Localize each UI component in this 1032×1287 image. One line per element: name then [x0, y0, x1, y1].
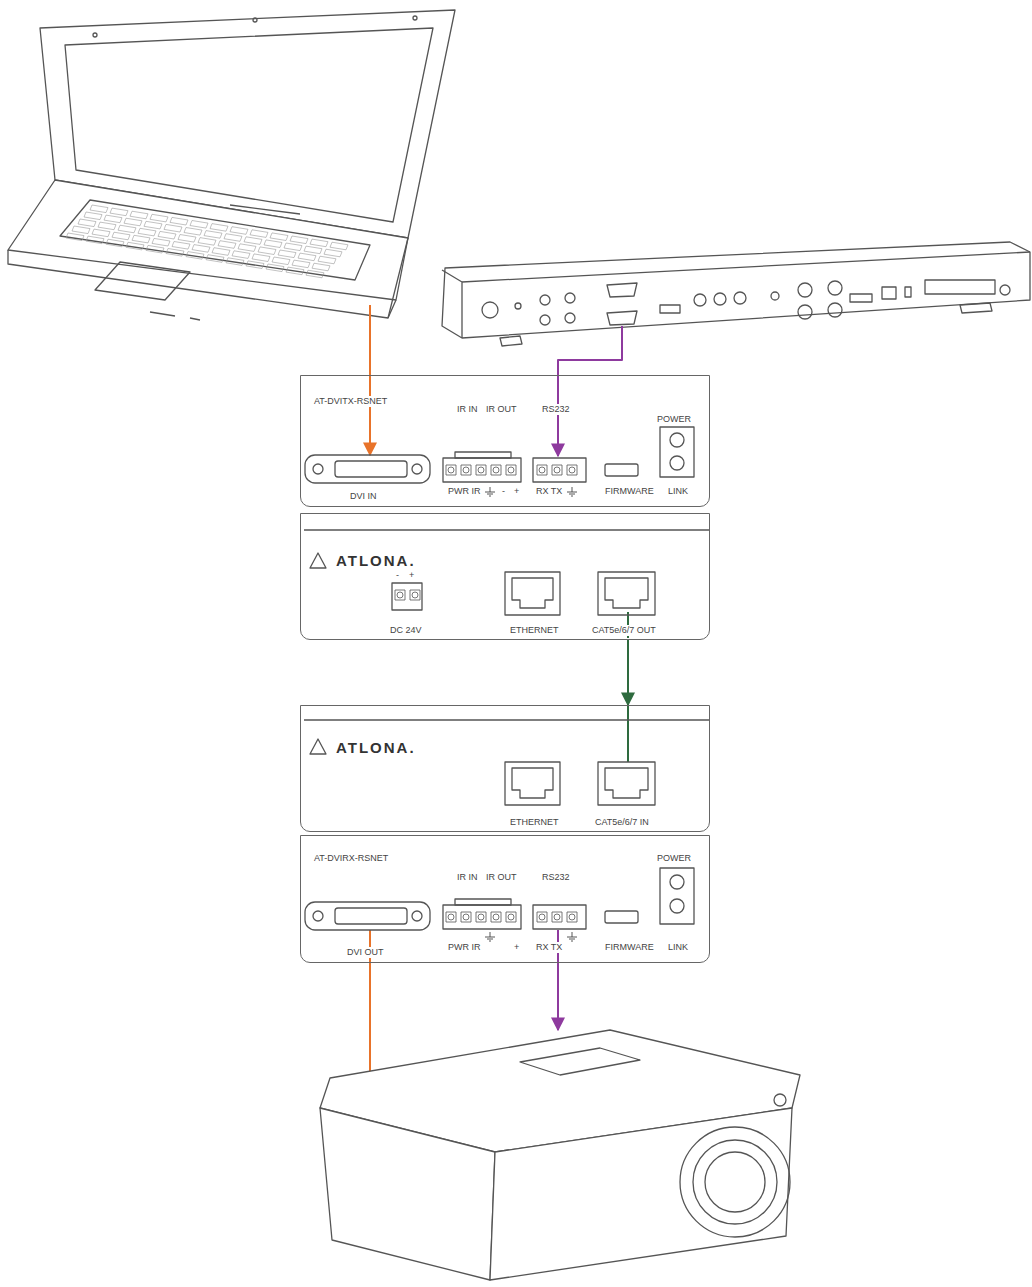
laptop	[8, 10, 455, 320]
port-label: RS232	[541, 404, 571, 415]
port-label: RS232	[541, 872, 571, 883]
cat-cable	[627, 705, 629, 762]
port-label: FIRMWARE	[604, 486, 655, 497]
port-label: +	[513, 942, 520, 953]
keyboard-keys	[66, 205, 348, 278]
port-label: DC 24V	[389, 625, 423, 636]
port-label: DVI IN	[349, 491, 378, 502]
ground-symbol	[485, 487, 577, 941]
brand-logo: ATLONA.	[335, 739, 417, 756]
port-label: -	[501, 486, 506, 497]
transmitter-rear-panel: ATLONA.-+ DC 24V ETHERNET CAT5e/6/7 OUT	[300, 513, 710, 640]
port-label: +	[513, 486, 520, 497]
port-label: RX TX	[535, 942, 563, 953]
port-label: +	[408, 570, 415, 581]
cat-cable	[627, 640, 629, 705]
projector	[320, 1030, 800, 1280]
port-label: RX TX	[535, 486, 563, 497]
port-label: POWER	[656, 414, 692, 425]
receiver-front-panel: AT-DVIRX-RSNET DVI OUT IR IN IR OUT PWR IR + R…	[300, 835, 710, 963]
brand-logo: ATLONA.	[335, 552, 417, 569]
port-label: CAT5e/6/7 IN	[594, 817, 650, 828]
port-label: PWR IR	[447, 942, 482, 953]
port-label: LINK	[667, 486, 689, 497]
rs232-cable	[558, 326, 622, 456]
rx-ports	[304, 720, 710, 930]
dvi-cable	[369, 305, 371, 455]
av-processor	[442, 242, 1030, 346]
port-label: CAT5e/6/7 OUT	[591, 625, 657, 636]
model-name: AT-DVITX-RSNET	[313, 396, 388, 407]
port-label: IR IN	[456, 404, 479, 415]
receiver-rear-panel: ATLONA. ETHERNET CAT5e/6/7 IN	[300, 705, 710, 832]
port-label: ETHERNET	[509, 625, 560, 636]
port-label: LINK	[667, 942, 689, 953]
model-name: AT-DVIRX-RSNET	[313, 853, 389, 864]
port-label: PWR IR	[447, 486, 482, 497]
transmitter-front-panel: AT-DVITX-RSNET DVI IN IR IN IR OUT PWR IR -+ R…	[300, 375, 710, 507]
port-label: DVI OUT	[346, 947, 385, 958]
port-label: IR OUT	[485, 404, 518, 415]
port-label: IR OUT	[485, 872, 518, 883]
port-label: -	[395, 570, 400, 581]
port-label: FIRMWARE	[604, 942, 655, 953]
port-label: POWER	[656, 853, 692, 864]
tx-ports	[304, 427, 710, 615]
port-label: IR IN	[456, 872, 479, 883]
port-label: ETHERNET	[509, 817, 560, 828]
